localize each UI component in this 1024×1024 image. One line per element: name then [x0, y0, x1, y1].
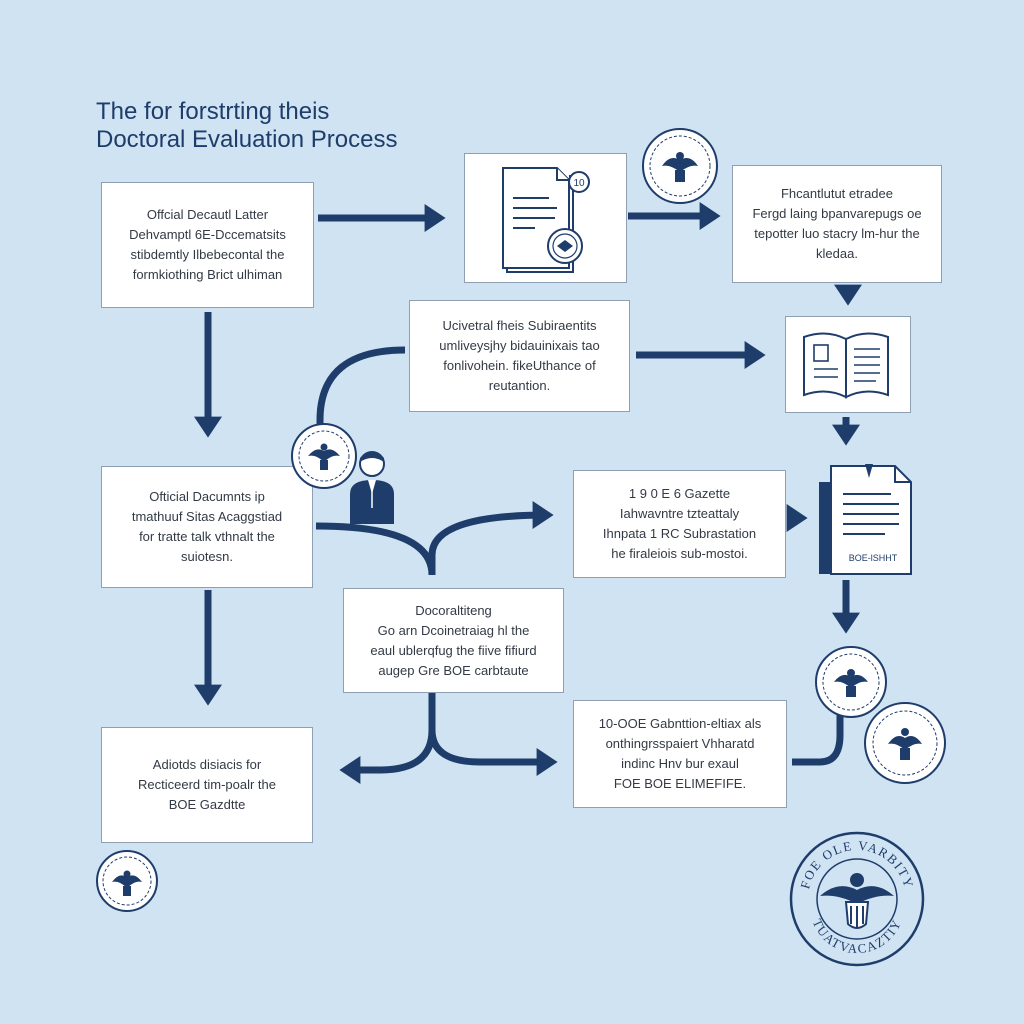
- emblem-seal-icon: [864, 702, 946, 784]
- curve-spine-to-bottom-left: [339, 729, 436, 784]
- box-line: Fhcantlutut etradee: [780, 186, 894, 201]
- document-badge-number: 10: [573, 178, 585, 189]
- box-line: Ihnpata 1 RC Subrastation: [602, 526, 757, 541]
- box-gazette-low: 10-OOE Gabnttion-eltiax als onthingrsspa…: [573, 700, 787, 808]
- box-line: Recticeerd tim-poalr the: [138, 777, 276, 792]
- box-line: tmathuuf Sitas Acaggstiad: [131, 509, 283, 524]
- box-line: stibdemtly Ilbebecontal the: [130, 247, 285, 262]
- curve-official-to-gazette: [315, 501, 554, 576]
- box-line: 1 9 0 E 6 Gazette: [628, 486, 731, 501]
- document-seal-card: 10: [464, 153, 627, 283]
- box-line: indinc Hnv bur exaul: [621, 756, 739, 771]
- diagram-title: The for forstrting theis Doctoral Evalua…: [96, 98, 397, 154]
- box-line: Offcial Decautl Latter: [146, 207, 269, 222]
- box-line: Iahwavntre tzteattaly: [619, 506, 740, 521]
- box-line: formkiothing Brict ulhiman: [132, 267, 283, 282]
- box-line: eaul ublerqfug the fiive fifiurd: [370, 642, 537, 658]
- box-gazette-mid: 1 9 0 E 6 Gazette Iahwavntre tzteattaly …: [573, 470, 786, 578]
- box-line: Adiotds disiacis for: [152, 757, 262, 772]
- box-center-top: Ucivetral fheis Subiraentits umliveysjhy…: [409, 300, 630, 412]
- box-line: FOE BOE ELIMEFIFE.: [613, 776, 747, 791]
- box-official-docs: Ofticial Dacumnts ip tmathuuf Sitas Acag…: [101, 466, 313, 588]
- box-line: BOE Gazdtte: [168, 797, 246, 812]
- box-top-right: Fhcantlutut etradee Fergd laing bpanvare…: [732, 165, 942, 283]
- box-line: reutantion.: [488, 378, 551, 393]
- box-line: augep Gre BOE carbtaute: [378, 662, 529, 678]
- box-line: he firaleiois sub-mostoi.: [611, 546, 748, 561]
- box-line: Dehvamptl 6E-Dccematsits: [129, 227, 286, 242]
- box-line: umliveysjhy bidauinixais tao: [439, 338, 600, 353]
- box-official-letter: Offcial Decautl Latter Dehvamptl 6E-Dcce…: [101, 182, 314, 308]
- emblem-seal-icon: [815, 646, 887, 718]
- document-seal-icon: 10: [502, 167, 590, 273]
- box-line: Docoraltiteng: [415, 602, 492, 618]
- open-book-icon: [803, 332, 889, 399]
- box-line: fonlivohein. fikeUthance of: [443, 358, 596, 373]
- emblem-seal-icon: [96, 850, 158, 912]
- box-line: Go arn Dcoinetraiag hl the: [377, 622, 530, 638]
- box-line: kledaa.: [816, 246, 858, 261]
- box-line: onthingrsspaiert Vhharatd: [605, 736, 755, 751]
- emblem-seal-icon: [291, 423, 357, 489]
- open-book-card: [785, 316, 911, 413]
- box-line: for tratte talk vthnalt the: [139, 529, 275, 544]
- box-line: 10-OOE Gabnttion-eltiax als: [598, 716, 762, 731]
- large-emblem-seal-icon: FOE OLE VARBITY TUATVACAZTIY: [789, 831, 925, 967]
- box-line: Fergd laing bpanvarepugs oe: [752, 206, 922, 221]
- box-center-mid: Docoraltiteng Go arn Dcoinetraiag hl the…: [343, 588, 564, 693]
- title-line-1: The for forstrting theis: [96, 98, 330, 125]
- box-line: tepotter luo stacry lm-hur the: [754, 226, 920, 241]
- curve-spine-to-gazette-low: [428, 729, 558, 776]
- title-line-2: Doctoral Evaluation Process: [96, 126, 398, 153]
- document-stack-icon: BOE-lSHHT: [819, 464, 912, 575]
- box-line: Ofticial Dacumnts ip: [149, 489, 265, 504]
- emblem-seal-icon: [642, 128, 718, 204]
- document-stack-label: BOE-lSHHT: [849, 553, 898, 563]
- box-line: suiotesn.: [180, 549, 234, 564]
- box-line: Ucivetral fheis Subiraentits: [442, 318, 597, 333]
- person-icon: [350, 451, 394, 524]
- box-bottom-left: Adiotds disiacis for Recticeerd tim-poal…: [101, 727, 313, 843]
